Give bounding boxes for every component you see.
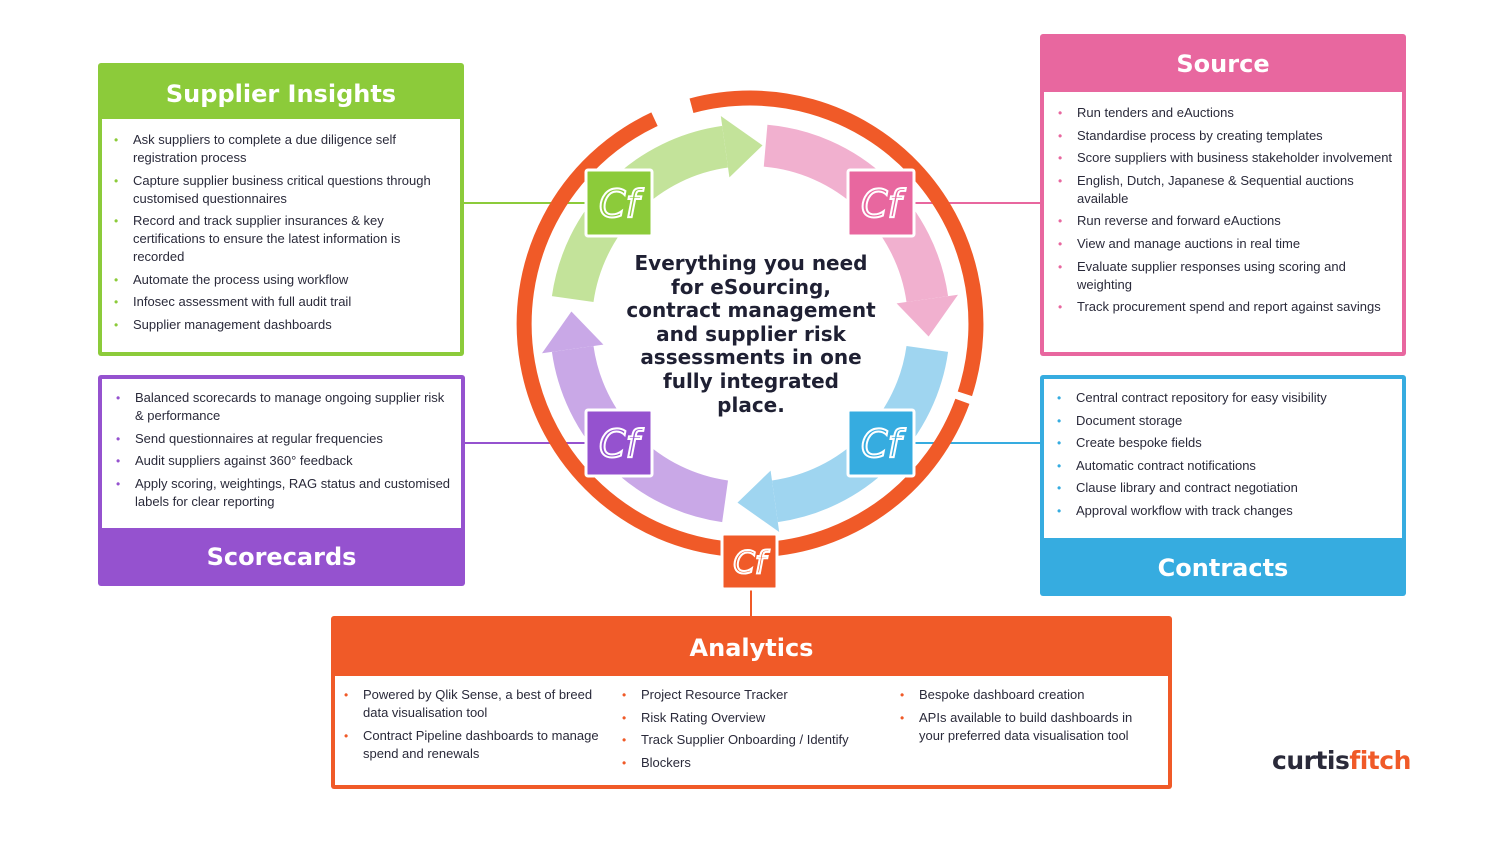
panel-contracts: Central contract repository for easy vis… bbox=[1040, 375, 1406, 596]
list-item: Approval workflow with track changes bbox=[1054, 502, 1394, 520]
list-item: Audit suppliers against 360° feedback bbox=[113, 452, 453, 470]
list-item: Infosec assessment with full audit trail bbox=[111, 293, 452, 311]
panel-scorecards: Balanced scorecards to manage ongoing su… bbox=[98, 375, 465, 586]
list-item: Standardise process by creating template… bbox=[1055, 127, 1394, 145]
cf-logo-icon: Cf bbox=[599, 422, 645, 466]
list-item: Risk Rating Overview bbox=[619, 709, 881, 727]
panel-supplier-insights: Supplier Insights Ask suppliers to compl… bbox=[98, 63, 464, 356]
center-tagline: Everything you need for eSourcing, contr… bbox=[626, 251, 876, 417]
analytics-column-2: Project Resource TrackerRisk Rating Over… bbox=[619, 686, 881, 776]
list-item: Automate the process using workflow bbox=[111, 271, 452, 289]
logo-part-1: curtis bbox=[1272, 746, 1350, 775]
list-item: Evaluate supplier responses using scorin… bbox=[1055, 258, 1394, 294]
list-item: Run reverse and forward eAuctions bbox=[1055, 212, 1394, 230]
list-item: Blockers bbox=[619, 754, 881, 772]
bullet-list: Run tenders and eAuctionsStandardise pro… bbox=[1055, 104, 1394, 316]
panel-body: Powered by Qlik Sense, a best of breed d… bbox=[335, 676, 1168, 785]
badge-analytics: Cf bbox=[720, 532, 779, 591]
cf-logo-icon: Cf bbox=[733, 545, 770, 581]
panel-title: Analytics bbox=[689, 634, 814, 662]
panel-source: Source Run tenders and eAuctionsStandard… bbox=[1040, 34, 1406, 356]
list-item: Track procurement spend and report again… bbox=[1055, 298, 1394, 316]
list-item: Balanced scorecards to manage ongoing su… bbox=[113, 389, 453, 425]
list-item: Capture supplier business critical quest… bbox=[111, 172, 452, 208]
outer-ring-bottom bbox=[769, 398, 970, 557]
panel-body: Central contract repository for easy vis… bbox=[1044, 379, 1402, 538]
arrow-segment-purple-head bbox=[542, 311, 604, 354]
list-item: Central contract repository for easy vis… bbox=[1054, 389, 1394, 407]
cf-logo-icon: Cf bbox=[861, 422, 907, 466]
bullet-list: Project Resource TrackerRisk Rating Over… bbox=[619, 686, 881, 772]
panel-title: Scorecards bbox=[206, 543, 357, 571]
badge-contracts: Cf bbox=[846, 408, 916, 478]
panel-body: Balanced scorecards to manage ongoing su… bbox=[102, 379, 461, 528]
list-item: Powered by Qlik Sense, a best of breed d… bbox=[341, 686, 603, 722]
list-item: Contract Pipeline dashboards to manage s… bbox=[341, 727, 603, 763]
bullet-list: Central contract repository for easy vis… bbox=[1054, 389, 1394, 520]
outer-ring-left bbox=[516, 112, 731, 557]
arrow-segment-pink-head bbox=[896, 294, 958, 337]
panel-body: Ask suppliers to complete a due diligenc… bbox=[102, 119, 460, 352]
analytics-column-1: Powered by Qlik Sense, a best of breed d… bbox=[341, 686, 603, 767]
analytics-column-3: Bespoke dashboard creationAPIs available… bbox=[897, 686, 1159, 749]
list-item: Clause library and contract negotiation bbox=[1054, 479, 1394, 497]
list-item: Apply scoring, weightings, RAG status an… bbox=[113, 475, 453, 511]
bullet-list: Balanced scorecards to manage ongoing su… bbox=[113, 389, 453, 511]
list-item: Automatic contract notifications bbox=[1054, 457, 1394, 475]
list-item: Document storage bbox=[1054, 412, 1394, 430]
list-item: Bespoke dashboard creation bbox=[897, 686, 1159, 704]
list-item: Ask suppliers to complete a due diligenc… bbox=[111, 131, 452, 167]
list-item: Project Resource Tracker bbox=[619, 686, 881, 704]
list-item: Supplier management dashboards bbox=[111, 316, 452, 334]
list-item: APIs available to build dashboards in yo… bbox=[897, 709, 1159, 745]
list-item: English, Dutch, Japanese & Sequential au… bbox=[1055, 172, 1394, 208]
list-item: Track Supplier Onboarding / Identify bbox=[619, 731, 881, 749]
list-item: Score suppliers with business stakeholde… bbox=[1055, 149, 1394, 167]
cf-logo-icon: Cf bbox=[861, 182, 907, 226]
panel-title: Supplier Insights bbox=[165, 80, 397, 108]
badge-insights: Cf bbox=[584, 168, 654, 238]
badge-scorecards: Cf bbox=[584, 408, 654, 478]
panel-body: Run tenders and eAuctionsStandardise pro… bbox=[1044, 92, 1402, 352]
list-item: Send questionnaires at regular frequenci… bbox=[113, 430, 453, 448]
bullet-list: Bespoke dashboard creationAPIs available… bbox=[897, 686, 1159, 745]
bullet-list: Ask suppliers to complete a due diligenc… bbox=[111, 131, 452, 334]
arrow-segment-green-head bbox=[720, 116, 763, 178]
outer-ring-right bbox=[689, 90, 984, 397]
panel-title: Source bbox=[1176, 50, 1270, 78]
badge-source: Cf bbox=[846, 168, 916, 238]
logo-part-2: fitch bbox=[1349, 746, 1411, 775]
cf-logo-icon: Cf bbox=[599, 182, 645, 226]
curtisfitch-logo: curtisfitch bbox=[1272, 746, 1411, 775]
list-item: View and manage auctions in real time bbox=[1055, 235, 1394, 253]
list-item: Create bespoke fields bbox=[1054, 434, 1394, 452]
list-item: Record and track supplier insurances & k… bbox=[111, 212, 452, 266]
panel-title: Contracts bbox=[1157, 554, 1289, 582]
bullet-list: Powered by Qlik Sense, a best of breed d… bbox=[341, 686, 603, 763]
arrow-segment-blue-head bbox=[737, 470, 780, 532]
list-item: Run tenders and eAuctions bbox=[1055, 104, 1394, 122]
panel-analytics: Analytics Powered by Qlik Sense, a best … bbox=[331, 616, 1172, 789]
